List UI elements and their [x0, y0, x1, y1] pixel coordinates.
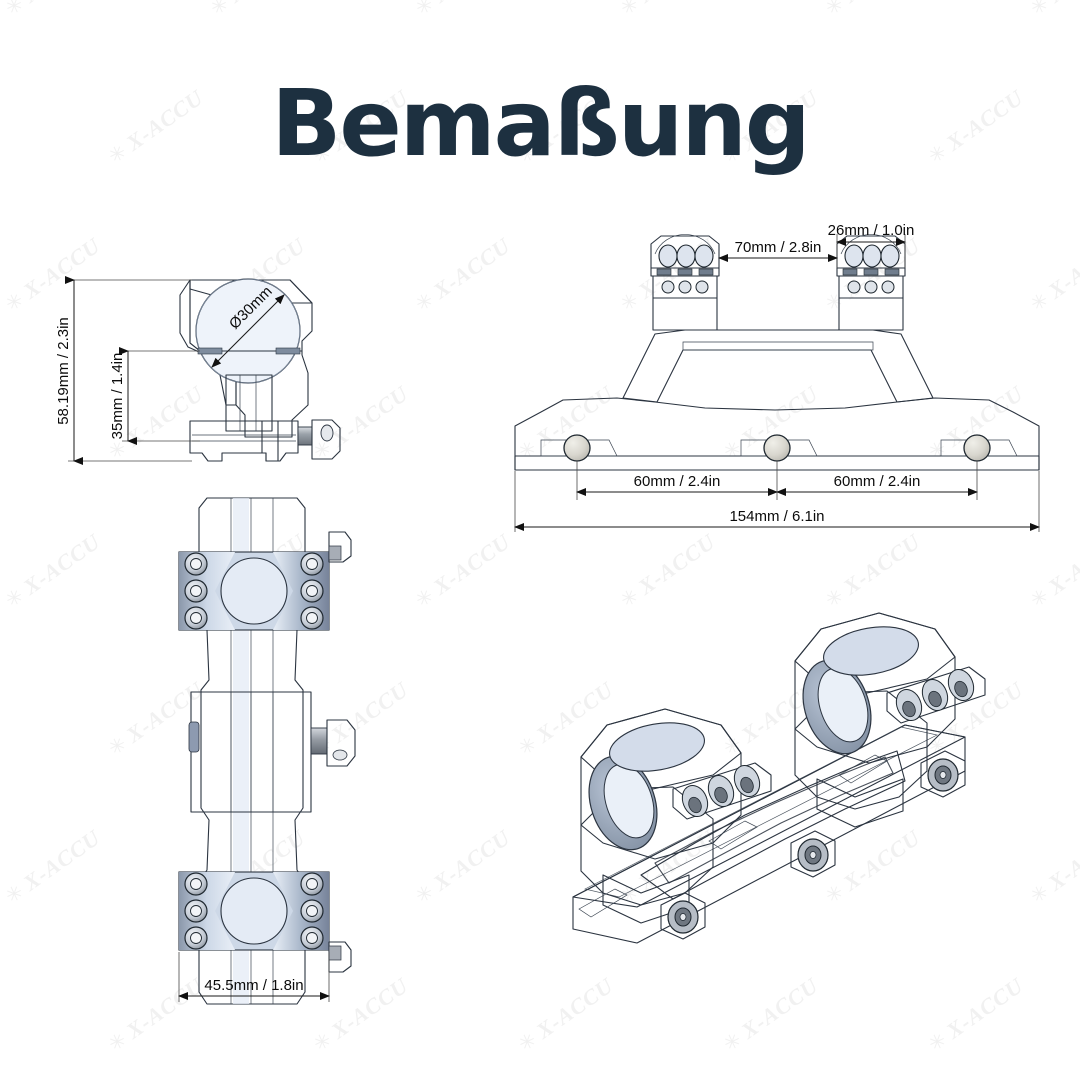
iso-crossbolt-rear: [920, 750, 966, 798]
watermark-text: ✳X-ACCU: [410, 0, 516, 21]
page-title: Bemaßung: [271, 70, 810, 177]
watermark-text: ✳X-ACCU: [615, 0, 721, 21]
watermark-brand-label: X-ACCU: [18, 824, 106, 896]
dim-ring-width: 26mm / 1.0in: [828, 222, 915, 268]
watermark-star-icon: ✳: [1026, 0, 1053, 21]
watermark-star-icon: ✳: [309, 1026, 336, 1057]
watermark-star-icon: ✳: [1, 0, 28, 21]
watermark-star-icon: ✳: [411, 582, 438, 613]
watermark-text: ✳X-ACCU: [0, 973, 3, 1058]
watermark-text: ✳X-ACCU: [0, 0, 106, 21]
dim-ring-width-label: 26mm / 1.0in: [828, 222, 915, 239]
watermark-brand-label: X-ACCU: [0, 380, 3, 452]
isometric-3d-view: [545, 575, 1050, 990]
dim-ring-spacing-label: 70mm / 2.8in: [735, 239, 822, 256]
top-plan-view: 45.5mm / 1.8in: [145, 490, 385, 1015]
watermark-brand-label: X-ACCU: [19, 0, 105, 7]
watermark-brand-label: X-ACCU: [428, 824, 516, 896]
watermark-brand-label: X-ACCU: [0, 676, 3, 748]
watermark-brand-label: X-ACCU: [0, 972, 3, 1044]
watermark-brand-label: X-ACCU: [1044, 0, 1080, 7]
front-body: [514, 329, 1040, 471]
watermark-star-icon: ✳: [104, 730, 131, 761]
iso-bridge: [640, 750, 906, 900]
dim-overall-height: 58.19mm / 2.3in: [55, 276, 192, 465]
top-clamp-lower: [178, 871, 352, 973]
dim-ring-spacing: 70mm / 2.8in: [718, 239, 838, 262]
watermark-text: ✳X-ACCU: [205, 0, 311, 21]
watermark-brand-label: X-ACCU: [839, 0, 925, 7]
watermark-star-icon: ✳: [719, 1026, 746, 1057]
watermark-star-icon: ✳: [514, 1026, 541, 1057]
iso-crossbolt-front: [660, 892, 706, 940]
watermark-star-icon: ✳: [411, 878, 438, 909]
watermark-text: ✳X-ACCU: [0, 529, 106, 614]
front-ring-tower-left: [650, 234, 720, 331]
dim-bolt-spacing-left: 60mm / 2.4in: [576, 461, 778, 500]
watermark-star-icon: ✳: [924, 1026, 951, 1057]
watermark-star-icon: ✳: [1, 582, 28, 613]
watermark-brand-label: X-ACCU: [634, 0, 720, 7]
iso-rail-feet: [578, 754, 888, 918]
watermark-star-icon: ✳: [514, 730, 541, 761]
watermark-text: ✳X-ACCU: [0, 381, 3, 466]
top-center-section: [188, 691, 312, 813]
dim-bolt-spacing-right: 60mm / 2.4in: [776, 461, 978, 500]
watermark-brand-label: X-ACCU: [429, 0, 515, 7]
front-ring-tower-right: [836, 234, 906, 331]
dim-overall-width: 45.5mm / 1.8in: [178, 952, 330, 1002]
watermark-star-icon: ✳: [206, 0, 233, 21]
watermark-star-icon: ✳: [1, 286, 28, 317]
dim-overall-length: 154mm / 6.1in: [514, 471, 1040, 532]
watermark-star-icon: ✳: [821, 0, 848, 21]
watermark-brand-label: X-ACCU: [428, 232, 516, 304]
watermark-text: ✳X-ACCU: [1025, 0, 1080, 21]
watermark-brand-label: X-ACCU: [428, 528, 516, 600]
dim-ring-center-height: 35mm / 1.4in: [109, 347, 200, 445]
dim-ring-center-height-label: 35mm / 1.4in: [109, 353, 126, 440]
top-center-crossbolt: [310, 719, 356, 767]
watermark-text: ✳X-ACCU: [820, 0, 926, 21]
iso-ring-rear: [794, 612, 986, 828]
dim-overall-height-label: 58.19mm / 2.3in: [55, 317, 72, 425]
dim-bolt-spacing-left-label: 60mm / 2.4in: [634, 473, 721, 490]
watermark-text: ✳X-ACCU: [410, 529, 516, 614]
top-clamp-upper: [178, 531, 352, 631]
watermark-text: ✳X-ACCU: [410, 233, 516, 318]
dim-overall-width-label: 45.5mm / 1.8in: [204, 977, 303, 994]
dim-overall-length-label: 154mm / 6.1in: [729, 508, 824, 525]
watermark-star-icon: ✳: [411, 0, 438, 21]
side-base-clamp: [189, 420, 299, 462]
watermark-text: ✳X-ACCU: [410, 825, 516, 910]
iso-crossbolt-middle: [790, 830, 836, 878]
iso-ring-front: [580, 708, 772, 924]
side-elevation-view: 58.19mm / 2.3in 35mm / 1.4in Ø30mm: [40, 255, 370, 495]
dim-bolt-spacing-right-label: 60mm / 2.4in: [834, 473, 921, 490]
watermark-text: ✳X-ACCU: [0, 825, 106, 910]
watermark-text: ✳X-ACCU: [0, 677, 3, 762]
watermark-star-icon: ✳: [104, 1026, 131, 1057]
watermark-star-icon: ✳: [411, 286, 438, 317]
watermark-star-icon: ✳: [616, 0, 643, 21]
front-elevation-view: 26mm / 1.0in 70mm / 2.8in 60mm / 2.4in 6…: [505, 222, 1050, 545]
watermark-brand-label: X-ACCU: [18, 528, 106, 600]
watermark-star-icon: ✳: [1, 878, 28, 909]
side-cross-bolt: [297, 419, 341, 460]
watermark-brand-label: X-ACCU: [224, 0, 310, 7]
